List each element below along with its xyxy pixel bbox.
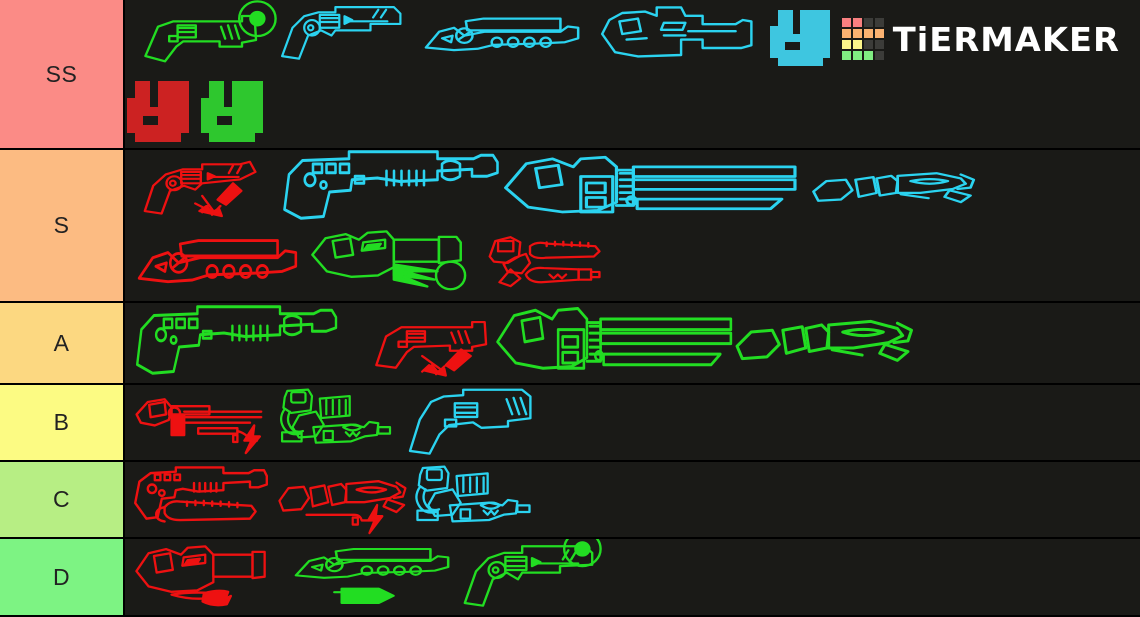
tier-item-fist-melee-red[interactable]: [127, 72, 197, 142]
tier-item-blaster-pistol-cyan[interactable]: [403, 387, 543, 455]
weapon-sprite-revolver-flare-red: [143, 160, 257, 218]
tier-item-scoped-rifle-cyan[interactable]: [420, 12, 590, 58]
logo-cell-3-0: [842, 51, 852, 60]
logo-cell-1-0: [842, 29, 852, 38]
tier-item-combat-shotgun-green[interactable]: [133, 305, 343, 375]
tier-item-energy-rifle-green[interactable]: [730, 309, 915, 371]
weapon-sprite-rocket-launcher-green: [311, 230, 467, 291]
weapon-sprite-tesla-lance-red: [278, 480, 407, 535]
tier-row-c: C: [0, 462, 1140, 539]
tier-row-s: S: [0, 150, 1140, 303]
tier-label-ss[interactable]: SS: [0, 0, 125, 148]
tier-item-revolver-scope-green[interactable]: [455, 539, 602, 607]
weapon-sprite-shotgun-chainsaw-red: [134, 466, 268, 523]
tier-items-a[interactable]: [125, 303, 1140, 383]
tier-label-s[interactable]: S: [0, 150, 125, 301]
tier-item-revolver-blaster-cyan[interactable]: [273, 2, 403, 60]
weapon-sprite-heavy-cannon-cyan: [600, 6, 753, 58]
weapon-sprite-gatling-laser-cyan: [504, 155, 797, 214]
logo-cell-2-2: [864, 40, 874, 49]
tier-item-scoped-rifle-green[interactable]: [290, 543, 460, 609]
tier-row-ss: SS: [0, 0, 1140, 150]
logo-cell-1-2: [864, 29, 874, 38]
tier-label-a[interactable]: A: [0, 303, 125, 383]
logo-cell-1-1: [853, 29, 863, 38]
tier-item-plasma-cannon-red[interactable]: [131, 545, 266, 607]
weapon-sprite-plasma-pistol-red: [375, 320, 488, 377]
logo-cell-0-1: [853, 18, 863, 27]
logo-cell-2-3: [875, 40, 885, 49]
tier-item-plasma-pistol-green[interactable]: [137, 0, 277, 64]
tier-item-fist-melee-cyan[interactable]: [770, 2, 838, 66]
tier-row-a: A: [0, 303, 1140, 385]
logo-cell-0-2: [864, 18, 874, 27]
weapon-sprite-plasma-cannon-red: [135, 545, 266, 607]
weapon-sprite-combat-shotgun-green: [136, 305, 338, 375]
weapon-sprite-revolver-scope-green: [463, 539, 602, 607]
logo-cell-3-3: [875, 51, 885, 60]
weapon-sprite-energy-rifle-green: [735, 319, 913, 362]
tier-items-c[interactable]: [125, 462, 1140, 537]
weapon-sprite-scoped-rifle-cyan: [424, 17, 580, 52]
tier-label-text: D: [52, 563, 71, 590]
tier-items-s[interactable]: [125, 150, 1140, 301]
tiermaker-logo: TiERMAKER: [842, 18, 1121, 60]
tier-item-combat-shotgun-cyan[interactable]: [280, 150, 505, 220]
weapon-sprite-blaster-pistol-cyan: [408, 388, 532, 455]
tier-item-flamethrower-green[interactable]: [273, 387, 403, 455]
logo-wordmark: TiERMAKER: [893, 19, 1121, 59]
tier-items-d[interactable]: [125, 539, 1140, 615]
tier-items-ss[interactable]: [125, 0, 1140, 148]
tier-label-c[interactable]: C: [0, 462, 125, 537]
weapon-sprite-gatling-laser-green: [496, 307, 733, 370]
weapon-sprite-tesla-rifle-red: [135, 398, 263, 455]
weapon-sprite-flamethrower-green: [280, 388, 392, 444]
weapon-sprite-energy-rifle-cyan: [812, 172, 976, 204]
tier-label-b[interactable]: B: [0, 385, 125, 460]
tier-item-gatling-laser-cyan[interactable]: [500, 154, 810, 220]
weapon-sprite-flamethrower-cyan: [415, 465, 531, 523]
weapon-sprite-scoped-rifle-green: [294, 547, 450, 605]
tier-row-d: D: [0, 539, 1140, 617]
tier-label-text: B: [53, 409, 70, 435]
weapon-sprite-plasma-pistol-green: [144, 0, 277, 63]
tier-item-tesla-lance-red[interactable]: [273, 470, 408, 535]
tier-label-text: S: [53, 212, 70, 238]
logo-color-grid: [842, 18, 885, 60]
tier-item-scoped-rifle-red[interactable]: [133, 232, 308, 292]
weapon-sprite-combat-shotgun-cyan: [283, 150, 499, 220]
logo-cell-0-0: [842, 18, 852, 27]
tier-item-fist-melee-green[interactable]: [201, 72, 271, 142]
tier-label-text: SS: [45, 60, 78, 87]
tier-label-text: C: [52, 486, 71, 512]
weapon-sprite-chainsaw-red: [488, 236, 601, 288]
weapon-sprite-scoped-rifle-red: [137, 239, 298, 284]
logo-cell-2-0: [842, 40, 852, 49]
tier-item-revolver-flare-red[interactable]: [135, 158, 275, 218]
tier-item-plasma-pistol-red[interactable]: [368, 309, 493, 377]
tier-item-chainsaw-red[interactable]: [480, 232, 605, 290]
logo-cell-0-3: [875, 18, 885, 27]
tier-item-gatling-laser-green[interactable]: [493, 305, 743, 377]
logo-cell-1-3: [875, 29, 885, 38]
tier-item-energy-rifle-cyan[interactable]: [807, 164, 977, 210]
tier-item-heavy-cannon-cyan[interactable]: [595, 6, 760, 62]
tier-items-b[interactable]: [125, 385, 1140, 460]
tier-row-b: B: [0, 385, 1140, 462]
tier-item-tesla-rifle-red[interactable]: [131, 391, 271, 455]
weapon-sprite-revolver-blaster-cyan: [280, 6, 402, 60]
tier-label-text: A: [53, 329, 70, 356]
logo-cell-3-2: [864, 51, 874, 60]
tier-label-d[interactable]: D: [0, 539, 125, 615]
tier-item-flamethrower-cyan[interactable]: [408, 464, 543, 534]
tier-item-rocket-launcher-green[interactable]: [308, 230, 468, 292]
tier-item-shotgun-chainsaw-red[interactable]: [131, 466, 271, 530]
logo-cell-3-1: [853, 51, 863, 60]
logo-cell-2-1: [853, 40, 863, 49]
